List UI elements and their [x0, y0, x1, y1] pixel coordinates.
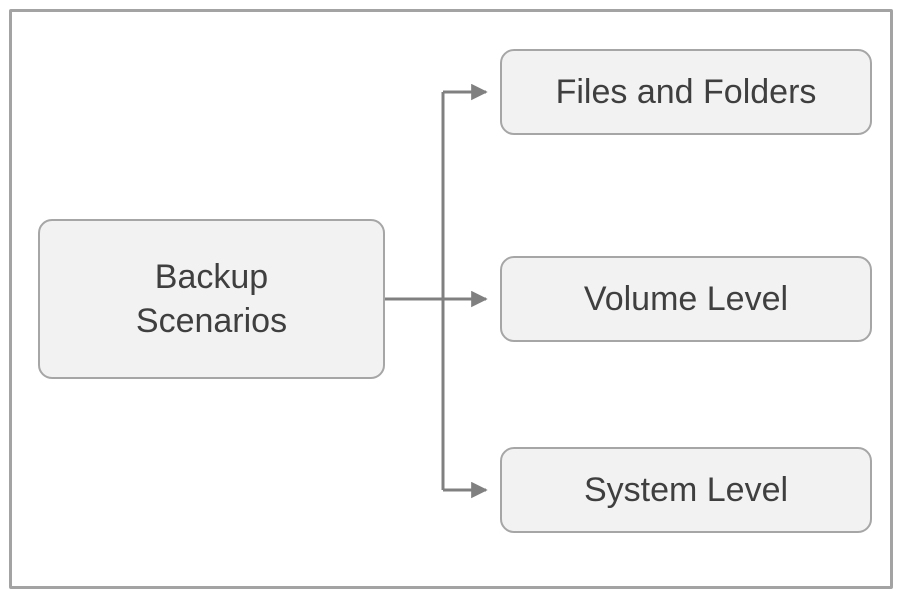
node-backup-scenarios: Backup Scenarios	[38, 219, 385, 379]
node-files-and-folders: Files and Folders	[500, 49, 872, 135]
outer-frame	[9, 9, 893, 589]
node-system-level: System Level	[500, 447, 872, 533]
node-volume-level: Volume Level	[500, 256, 872, 342]
